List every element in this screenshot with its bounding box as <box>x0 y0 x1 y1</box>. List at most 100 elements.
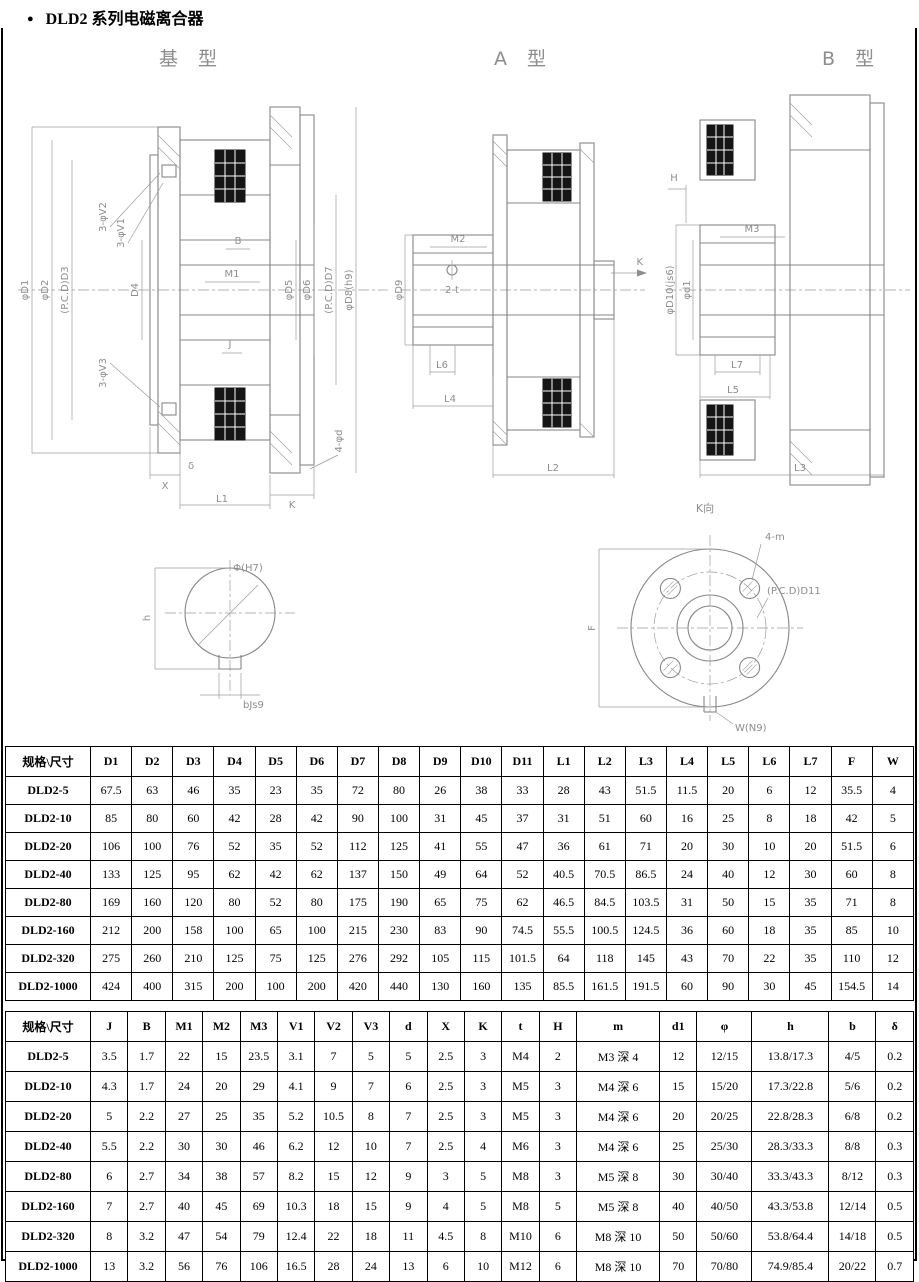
column-header: V1 <box>276 1011 316 1042</box>
column-header: H <box>538 1011 578 1042</box>
table-cell: 51 <box>583 804 626 833</box>
table-cell: 33.3/43.3 <box>751 1161 830 1192</box>
table-cell: 34 <box>164 1161 204 1192</box>
table-cell: 40 <box>164 1191 204 1222</box>
column-header: D9 <box>419 746 462 777</box>
keyway-dimension-lines <box>154 567 260 699</box>
table-cell: 5 <box>389 1041 428 1072</box>
table-cell: 62 <box>501 888 544 917</box>
table-cell: 41 <box>419 832 462 861</box>
table-cell: 40 <box>659 1191 698 1222</box>
table-cell: 6 <box>538 1221 578 1252</box>
column-header: D4 <box>213 746 256 777</box>
table-cell: 3 <box>538 1101 578 1132</box>
dim-label-v3: 3-φV3 <box>98 358 109 388</box>
table-cell: 100 <box>295 916 338 945</box>
table-cell: 25 <box>659 1131 698 1162</box>
table-cell: 28 <box>542 776 585 805</box>
table-cell: 8 <box>748 804 791 833</box>
column-header: F <box>830 746 873 777</box>
table-cell: 46 <box>172 776 215 805</box>
table-cell: 62 <box>295 860 338 889</box>
table-cell: 0.5 <box>875 1221 914 1252</box>
column-header: D10 <box>460 746 503 777</box>
dim-label-b-js9: bJs9 <box>243 700 264 711</box>
dim-label-m2: M2 <box>451 234 466 245</box>
column-header: δ <box>875 1011 914 1042</box>
row-label: DLD2-1000 <box>5 972 91 1001</box>
table-cell: 18 <box>748 916 791 945</box>
b-coil-bottom <box>706 404 734 456</box>
table-cell: 42 <box>213 804 256 833</box>
table-cell: 80 <box>377 776 421 805</box>
table-cell: 6 <box>748 776 791 805</box>
dim-label-phi-d5: φD5 <box>284 280 295 301</box>
table-cell: 230 <box>377 916 421 945</box>
row-label: DLD2-160 <box>5 1191 91 1222</box>
table-cell: 43 <box>665 944 709 973</box>
table-cell: M8 <box>501 1191 540 1222</box>
table-cell: 400 <box>131 972 174 1001</box>
table-cell: 7 <box>314 1041 353 1072</box>
table-cell: 18 <box>789 804 832 833</box>
column-header: d1 <box>659 1011 698 1042</box>
table-cell: 3 <box>426 1161 465 1192</box>
column-header: D3 <box>172 746 215 777</box>
table-cell: 7 <box>389 1131 428 1162</box>
table-cell: 106 <box>89 832 133 861</box>
dim-label-f: F <box>587 625 598 631</box>
column-header: L7 <box>789 746 832 777</box>
table-cell: 100 <box>131 832 174 861</box>
title-text: DLD2 系列电磁离合器 <box>45 11 204 28</box>
table-cell: 3 <box>463 1041 503 1072</box>
table-cell: 133 <box>89 860 133 889</box>
table-cell: 76 <box>172 832 215 861</box>
table-cell: 13.8/17.3 <box>751 1041 830 1072</box>
table-cell: 43.3/53.8 <box>751 1191 830 1222</box>
table-cell: 22 <box>314 1221 353 1252</box>
table-cell: 11 <box>389 1221 428 1252</box>
table-cell: 4 <box>426 1191 465 1222</box>
table-cell: 62 <box>213 860 256 889</box>
table-cell: 4.5 <box>426 1221 465 1252</box>
table-cell: 2.5 <box>426 1101 465 1132</box>
table-cell: 69 <box>239 1191 278 1222</box>
dim-label-2t: 2-t <box>445 285 459 296</box>
table-cell: 42 <box>295 804 338 833</box>
table-cell: 3 <box>463 1071 503 1102</box>
table-cell: 10.5 <box>314 1101 353 1132</box>
table-cell: 90 <box>460 916 503 945</box>
flange-geometry <box>617 535 803 721</box>
table-cell: M5 <box>501 1101 540 1132</box>
table-cell: 52 <box>295 832 338 861</box>
table-cell: 5 <box>463 1191 503 1222</box>
table-cell: 4.3 <box>89 1071 129 1102</box>
dim-label-pcd-d3: (P.C.D)D3 <box>60 266 71 313</box>
table-cell: 36 <box>542 832 585 861</box>
dim-label-l6: L6 <box>436 360 448 371</box>
table-cell: 71 <box>624 832 667 861</box>
row-label: DLD2-320 <box>5 944 91 973</box>
table-cell: 2.7 <box>127 1161 166 1192</box>
dim-label-h-cap: H <box>670 173 678 184</box>
table-cell: 0.7 <box>875 1251 914 1282</box>
table-cell: 103.5 <box>624 888 667 917</box>
table-cell: 5/6 <box>828 1071 877 1102</box>
table-cell: 23.5 <box>239 1041 278 1072</box>
keyway-geometry <box>165 560 295 695</box>
column-header: M1 <box>164 1011 204 1042</box>
dim-label-l5: L5 <box>727 385 739 396</box>
column-header: M2 <box>202 1011 241 1042</box>
table-cell: 137 <box>336 860 379 889</box>
table-cell: 27 <box>164 1101 204 1132</box>
table-cell: 6 <box>389 1071 428 1102</box>
table-cell: 18 <box>314 1191 353 1222</box>
table-cell: 125 <box>131 860 174 889</box>
table-cell: 40 <box>707 860 750 889</box>
column-header: φ <box>696 1011 753 1042</box>
